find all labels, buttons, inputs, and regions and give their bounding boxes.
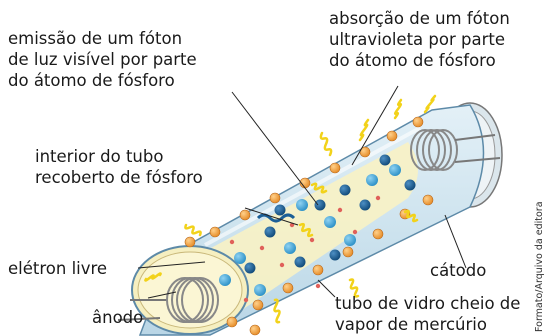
ion-dot: [280, 263, 284, 267]
ion-dot: [316, 284, 320, 288]
phosphor-atom: [253, 300, 263, 310]
electron: [380, 155, 391, 166]
mercury-atom: [219, 274, 231, 286]
phosphor-atom: [210, 227, 220, 237]
phosphor-atom: [227, 317, 237, 327]
phosphor-atom: [330, 163, 340, 173]
electron: [245, 263, 256, 274]
electron: [330, 250, 341, 261]
photon-wave: [185, 225, 200, 235]
phosphor-atom: [270, 193, 280, 203]
phosphor-atom: [343, 247, 353, 257]
phosphor-atom: [373, 229, 383, 239]
mercury-atom: [254, 284, 266, 296]
electron: [265, 227, 276, 238]
phosphor-atom: [423, 195, 433, 205]
electron: [340, 185, 351, 196]
mercury-atom: [324, 216, 336, 228]
photon-wave: [321, 133, 331, 155]
phosphor-atom: [387, 131, 397, 141]
leader-emissao: [232, 92, 318, 205]
ion-dot: [376, 196, 380, 200]
electron: [295, 257, 306, 268]
mercury-atom: [284, 242, 296, 254]
mercury-atom: [234, 252, 246, 264]
label-emissao: emissão de um fóton de luz visível por p…: [8, 28, 197, 91]
label-interior: interior do tubo recoberto de fósforo: [35, 146, 203, 188]
mercury-atom: [344, 234, 356, 246]
phosphor-atom: [240, 210, 250, 220]
label-tubo: tubo de vidro cheio de vapor de mercúrio: [335, 293, 520, 335]
phosphor-atom: [283, 283, 293, 293]
mercury-atom: [366, 174, 378, 186]
electron: [360, 200, 371, 211]
label-emissao-line3: do átomo de fósforo: [8, 70, 197, 91]
label-tubo-line2: vapor de mercúrio: [335, 314, 520, 335]
image-credit-text: Formato/Arquivo da editora: [534, 201, 545, 332]
label-interior-line2: recoberto de fósforo: [35, 167, 203, 188]
electron: [405, 180, 416, 191]
phosphor-atom: [250, 325, 260, 335]
image-credit: Formato/Arquivo da editora: [532, 96, 546, 332]
label-catodo: cátodo: [430, 260, 486, 281]
leader-tubo: [318, 280, 335, 297]
label-eletron: elétron livre: [8, 258, 107, 279]
phosphor-atom: [185, 237, 195, 247]
mercury-atom: [389, 164, 401, 176]
photon-wave: [360, 120, 368, 140]
label-absorcao-line3: do átomo de fósforo: [329, 50, 510, 71]
label-emissao-line1: emissão de um fóton: [8, 28, 197, 49]
label-emissao-line2: de luz visível por parte: [8, 49, 197, 70]
ion-dot: [260, 246, 264, 250]
label-tubo-line1: tubo de vidro cheio de: [335, 293, 520, 314]
phosphor-atom: [313, 265, 323, 275]
label-anodo: ânodo: [92, 307, 143, 328]
ion-dot: [353, 230, 357, 234]
label-absorcao: absorção de um fóton ultravioleta por pa…: [329, 8, 510, 71]
electron: [315, 200, 326, 211]
mercury-atom: [296, 199, 308, 211]
label-absorcao-line1: absorção de um fóton: [329, 8, 510, 29]
ion-dot: [310, 238, 314, 242]
ion-dot: [338, 208, 342, 212]
phosphor-atom: [413, 117, 423, 127]
label-interior-line1: interior do tubo: [35, 146, 203, 167]
ion-dot: [244, 298, 248, 302]
label-absorcao-line2: ultravioleta por parte: [329, 29, 510, 50]
electron: [275, 205, 286, 216]
ion-dot: [230, 240, 234, 244]
photon-wave: [395, 100, 401, 118]
